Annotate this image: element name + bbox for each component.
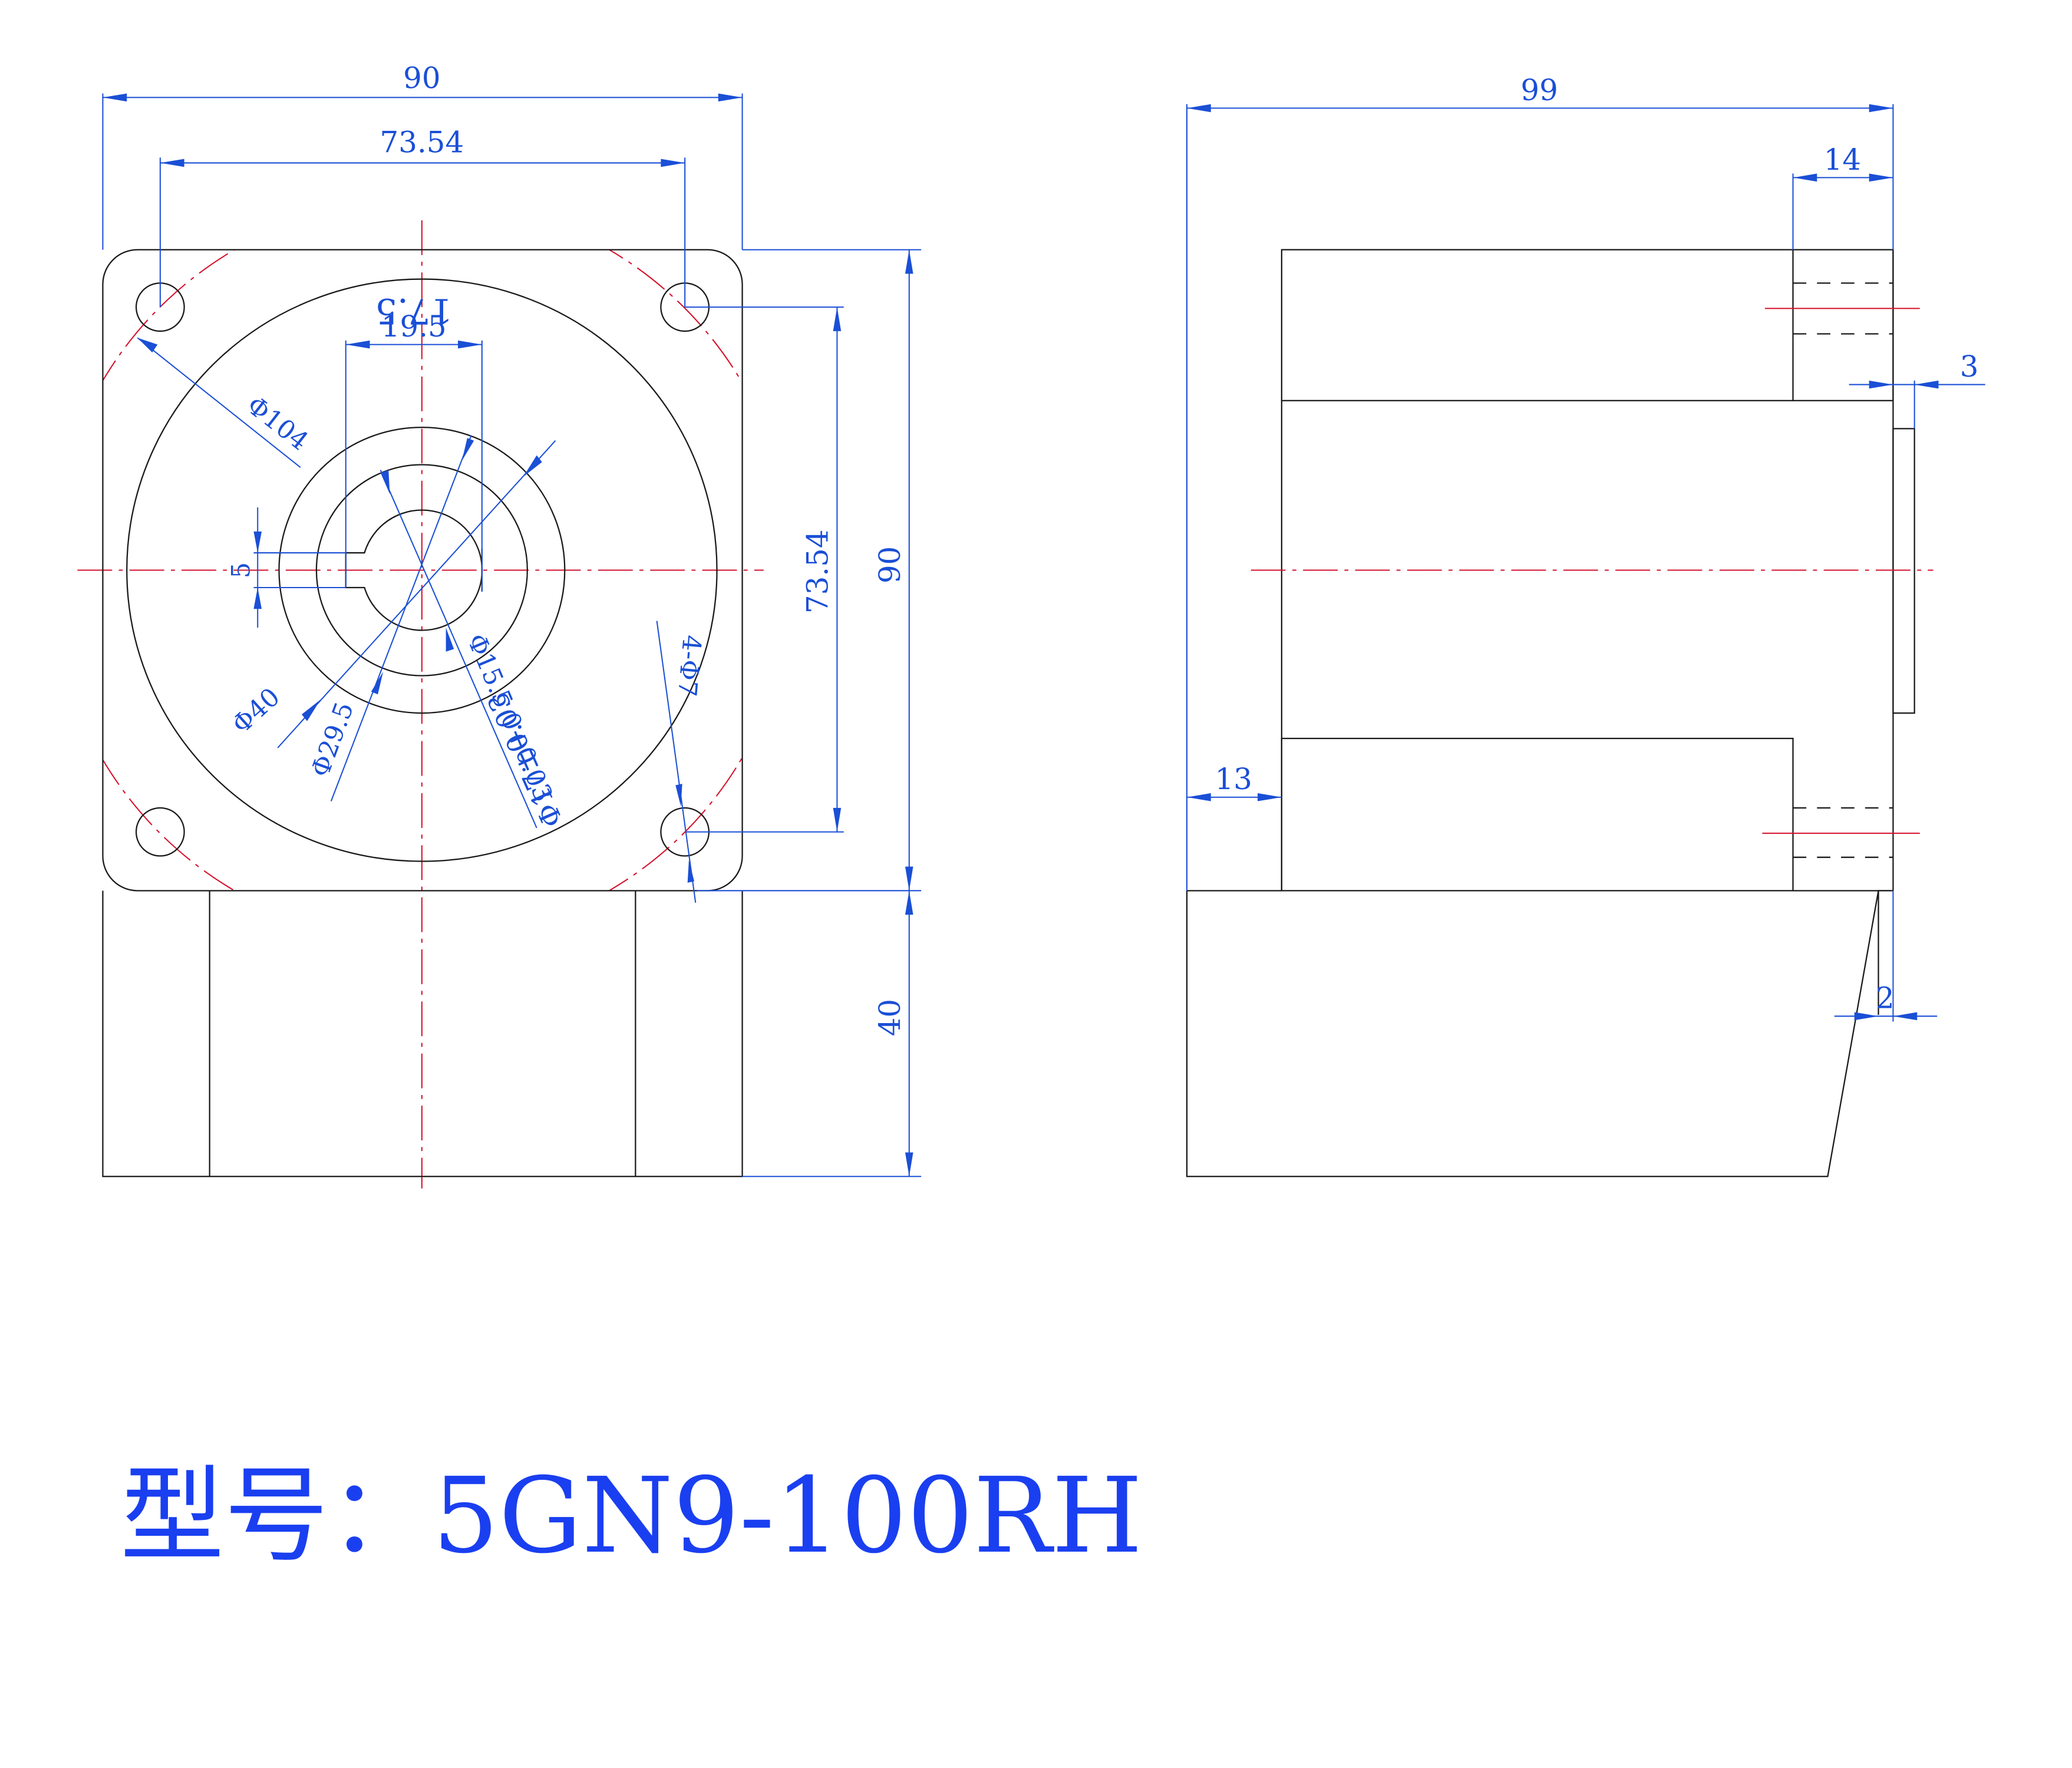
dim-hole-spacing-h: 73.54 — [380, 125, 464, 159]
dim-overall-width: 90 — [403, 61, 440, 95]
dim-flange-thickness: 14 — [1824, 143, 1861, 177]
dim-pcd: Φ104 — [241, 391, 314, 457]
dim-overall-height: 90 — [873, 546, 907, 583]
lower-block — [1281, 737, 1794, 892]
upper-block — [1281, 249, 1894, 401]
svg-text:型号：5GN9-100RH: 型号：5GN9-100RH — [120, 1455, 1143, 1576]
shaft-protrusion — [1892, 428, 1915, 714]
dim-keyway-width: 5 — [227, 562, 256, 578]
mounting-hole-bl — [135, 807, 185, 857]
dim-base-height: 40 — [873, 999, 907, 1036]
side-view-dimensions: 99 14 3 13 2 — [1186, 73, 1985, 1022]
side-view — [1186, 249, 1934, 1177]
pilot-circle — [278, 426, 566, 714]
flange-plate — [102, 249, 743, 892]
dim-overall-length: 99 — [1520, 73, 1558, 107]
base-outline — [102, 890, 743, 1177]
side-base — [1186, 890, 1893, 1177]
housing-circle — [126, 278, 718, 862]
dim-hole-spacing-v: 73.54 — [801, 529, 835, 613]
dim-key-height: 17.5 — [375, 291, 453, 332]
dim-chamfer: 2 — [1876, 981, 1895, 1015]
title-label: 型号： — [120, 1455, 433, 1576]
dim-mounting-holes: 4-Φ7 — [672, 634, 707, 698]
dim-pilot-diameter: Φ40 — [226, 682, 285, 740]
dim-body-offset: 13 — [1215, 762, 1252, 796]
dim-shaft-diameter-b: Φ17±0.03 — [481, 687, 570, 832]
title-block: 型号：5GN9-100RH — [120, 1455, 1143, 1576]
dim-boss-diameter: Φ29.5 — [306, 698, 360, 781]
front-view-dimensions: 90 73.54 90 73.54 40 19.5 — [102, 61, 922, 1177]
dim-shaft-step: 3 — [1960, 349, 1979, 384]
boss-circle — [315, 464, 528, 677]
model-number: 5GN9-100RH — [433, 1455, 1143, 1576]
dim-key-width: 19.5 — [381, 309, 447, 344]
